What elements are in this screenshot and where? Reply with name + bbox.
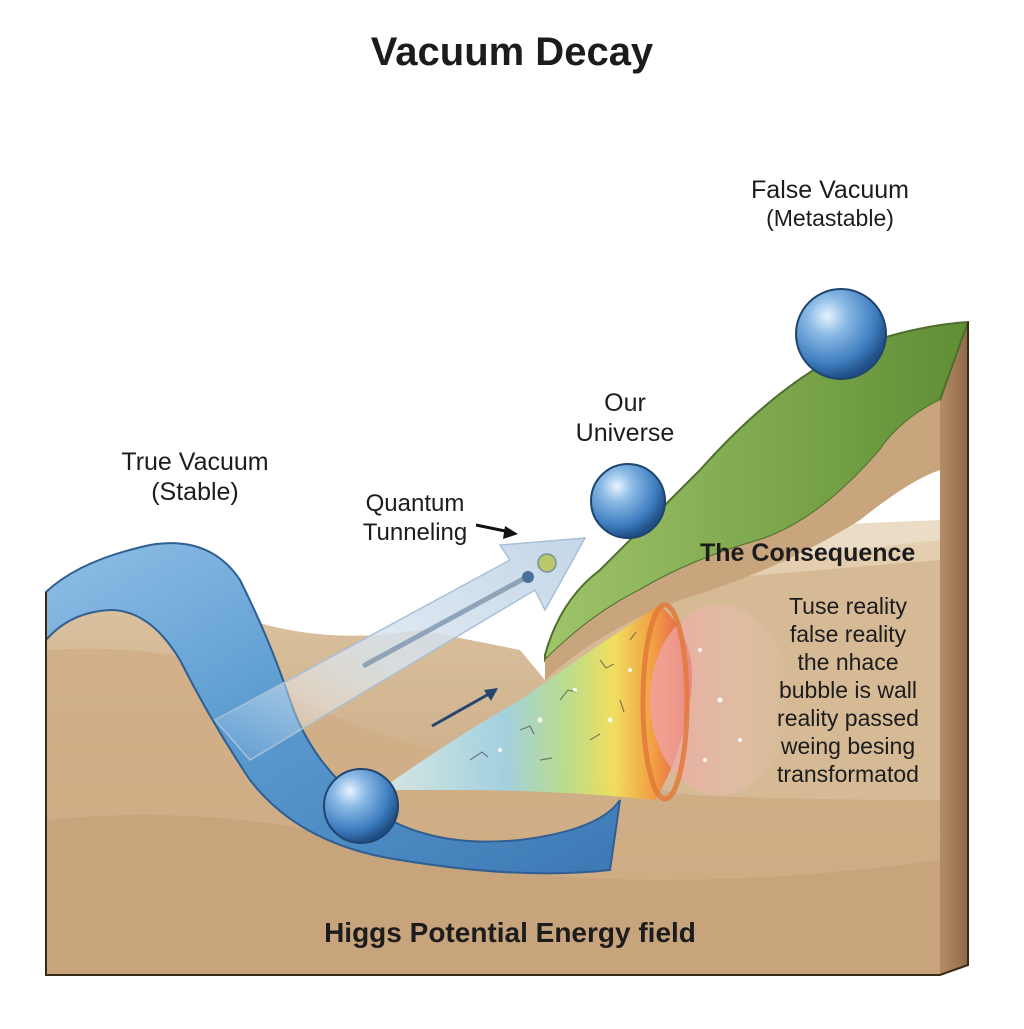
our-universe-line1: Our [604, 389, 646, 417]
beam-tip-dot [522, 571, 534, 583]
tunneling-beam-line [362, 575, 528, 668]
consequence-line: transformatod [777, 761, 919, 788]
false-vacuum-text: False Vacuum [751, 176, 909, 204]
consequence-line: reality passed [777, 705, 919, 732]
consequence-line: bubble is wall [778, 677, 918, 704]
false-vacuum-note: (Metastable) [766, 205, 894, 231]
our-universe-line2: Universe [575, 419, 675, 447]
field-label: Higgs Potential Energy field [324, 917, 696, 948]
false-vacuum-label: False Vacuum (Metastable) [720, 175, 940, 233]
tunneling-label-arrow-head [503, 526, 518, 539]
consequence-line: the nhace [797, 649, 899, 676]
quantum-tunneling-label: Quantum Tunneling [340, 490, 490, 548]
bubble-arrow [431, 688, 497, 728]
block-outline [45, 322, 969, 976]
hill-earth [545, 400, 940, 680]
bubble-cone [380, 605, 692, 800]
true-vacuum-well [45, 542, 621, 875]
true-vacuum-label: True Vacuum (Stable) [95, 447, 295, 507]
bubble-arrow-head [484, 688, 498, 701]
diagram-title: Vacuum Decay [370, 30, 654, 74]
consequence-line: Tuse reality [788, 593, 908, 619]
bubble-sparkles [498, 648, 742, 762]
terrain-side-face [940, 322, 968, 975]
consequence-text: Tuse reality false reality the nhace bub… [748, 592, 948, 788]
consequence-line: false reality [789, 621, 907, 648]
consequence-line: weing besing [780, 733, 916, 760]
quantum-tunneling-line2: Tunneling [362, 518, 468, 546]
bubble-cracks [469, 631, 637, 761]
true-vacuum-note: (Stable) [151, 478, 239, 506]
consequence-heading: The Consequence [700, 539, 916, 567]
quantum-tunneling-line1: Quantum [365, 490, 465, 517]
true-vacuum-text: True Vacuum [121, 448, 269, 476]
our-universe-label: Our Universe [535, 388, 715, 448]
bubble-wall [640, 602, 690, 802]
sphere-false-vacuum [795, 288, 887, 380]
terrain-band-lower [46, 815, 940, 975]
sphere-true-vacuum [323, 768, 399, 844]
tiny-particle [537, 553, 557, 573]
sphere-our-universe [590, 463, 666, 539]
